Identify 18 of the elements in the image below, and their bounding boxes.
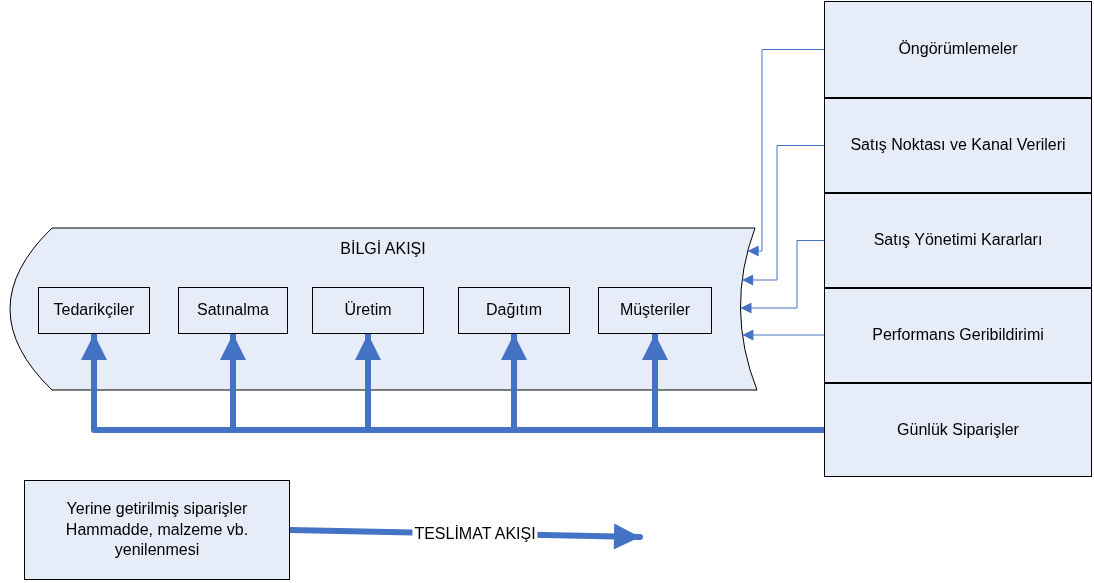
process-box: Satış Noktası ve Kanal Verileri <box>824 98 1092 193</box>
arrow <box>741 329 825 341</box>
process-box: Öngörümlemeler <box>824 1 1092 98</box>
process-box: Satış Yönetimi Kararları <box>824 193 1092 288</box>
process-box: Üretim <box>312 287 424 334</box>
arrow <box>740 240 825 314</box>
process-box: Dağıtım <box>458 287 570 334</box>
thick-arrow <box>642 331 827 433</box>
process-box: Performans Geribildirimi <box>824 288 1092 383</box>
process-box: Yerine getirilmiş siparişler Hammadde, malzeme vb. yenilenmesi <box>24 480 290 580</box>
process-box: Günlük Siparişler <box>824 383 1092 477</box>
process-box: Satınalma <box>178 287 288 334</box>
arrow <box>741 145 825 286</box>
process-box: Tedarikçiler <box>38 287 150 334</box>
edge-label: TESLİMAT AKIŞI <box>412 524 538 543</box>
process-box: Müşteriler <box>598 287 712 334</box>
arrow <box>747 49 825 257</box>
band-title: BİLGİ AKIŞI <box>339 240 427 258</box>
